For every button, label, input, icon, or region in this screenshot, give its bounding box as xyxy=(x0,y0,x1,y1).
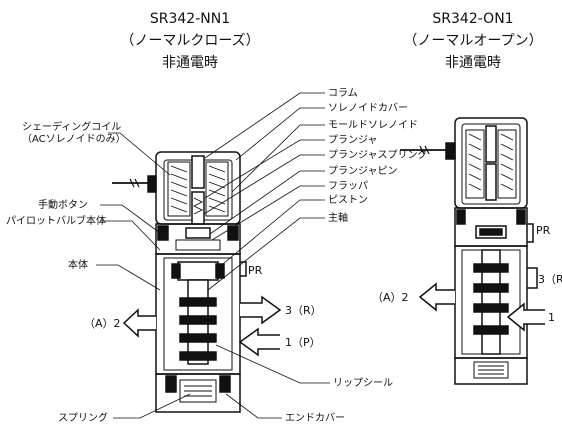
left-type-label: （ノーマルクローズ） xyxy=(120,33,260,49)
right-port-1-arrow xyxy=(506,302,545,332)
left-solenoid-coil-left xyxy=(167,161,191,217)
label-manual-button: 手動ボタン xyxy=(38,198,88,211)
right-end-cover-block xyxy=(454,357,528,385)
left-state-label: 非通電時 xyxy=(162,55,218,71)
label-shading-coil-note: （ACソレノイドのみ） xyxy=(22,133,126,145)
left-port-2-label: （A）2 xyxy=(84,317,121,330)
left-port-3-label: 3（R） xyxy=(285,304,322,317)
left-port-1-label: 1（P） xyxy=(285,336,321,349)
left-spring xyxy=(179,379,217,403)
label-column: コラム xyxy=(328,87,358,99)
label-molded-solenoid: モールドソレノイド xyxy=(328,120,418,131)
right-valve-drawing xyxy=(400,117,545,385)
label-body: 本体 xyxy=(68,258,88,271)
label-flapper: フラッパ xyxy=(328,180,368,192)
label-pilot-body: パイロットバルブ本体 xyxy=(6,214,106,227)
label-spring: スプリング xyxy=(58,411,108,424)
label-plunger-pin: プランジャピン xyxy=(328,165,398,177)
left-model-label: SR342-NN1 xyxy=(149,11,231,27)
label-lip-seal: リップシール xyxy=(333,377,393,389)
left-port-3-arrow xyxy=(240,295,282,325)
right-port-2-arrow xyxy=(418,282,455,312)
label-end-cover: エンドカバー xyxy=(285,412,345,424)
left-port-1-arrow xyxy=(238,327,280,357)
left-leader-lines xyxy=(96,92,330,419)
right-port-1-label: 1（ xyxy=(548,311,562,324)
label-spool: 主軸 xyxy=(328,211,348,224)
right-model-label: SR342-ON1 xyxy=(432,11,514,27)
label-shading-coil: シェーディングコイル xyxy=(22,120,121,133)
label-plunger: プランジャ xyxy=(328,134,378,146)
right-port-2-label: （A）2 xyxy=(372,291,409,304)
label-solenoid-cover: ソレノイドカバー xyxy=(328,102,408,114)
right-port-pr-label: PR xyxy=(536,224,551,237)
left-solenoid-coil-right xyxy=(205,161,229,217)
left-valve-drawing xyxy=(112,151,282,413)
right-type-label: （ノーマルオープン） xyxy=(403,33,543,49)
right-state-label: 非通電時 xyxy=(445,55,501,71)
right-title-block: SR342-ON1 （ノーマルオープン） 非通電時 xyxy=(388,8,558,74)
left-end-cover-block xyxy=(155,373,241,413)
right-plunger xyxy=(485,163,497,201)
left-piston xyxy=(177,261,219,281)
label-plunger-spring: プランジャスプリング xyxy=(328,148,428,161)
left-port-2-arrow xyxy=(122,308,156,338)
right-column xyxy=(485,125,497,163)
right-port-3-label: 3（R xyxy=(538,273,562,286)
label-piston: ピストン xyxy=(328,194,368,206)
right-solenoid-coil-right xyxy=(497,129,517,199)
right-solenoid-coil-left xyxy=(465,129,485,199)
left-port-pr-label: PR xyxy=(248,264,263,277)
left-title-block: SR342-NN1 （ノーマルクローズ） 非通電時 xyxy=(110,8,270,74)
left-column xyxy=(191,155,205,189)
